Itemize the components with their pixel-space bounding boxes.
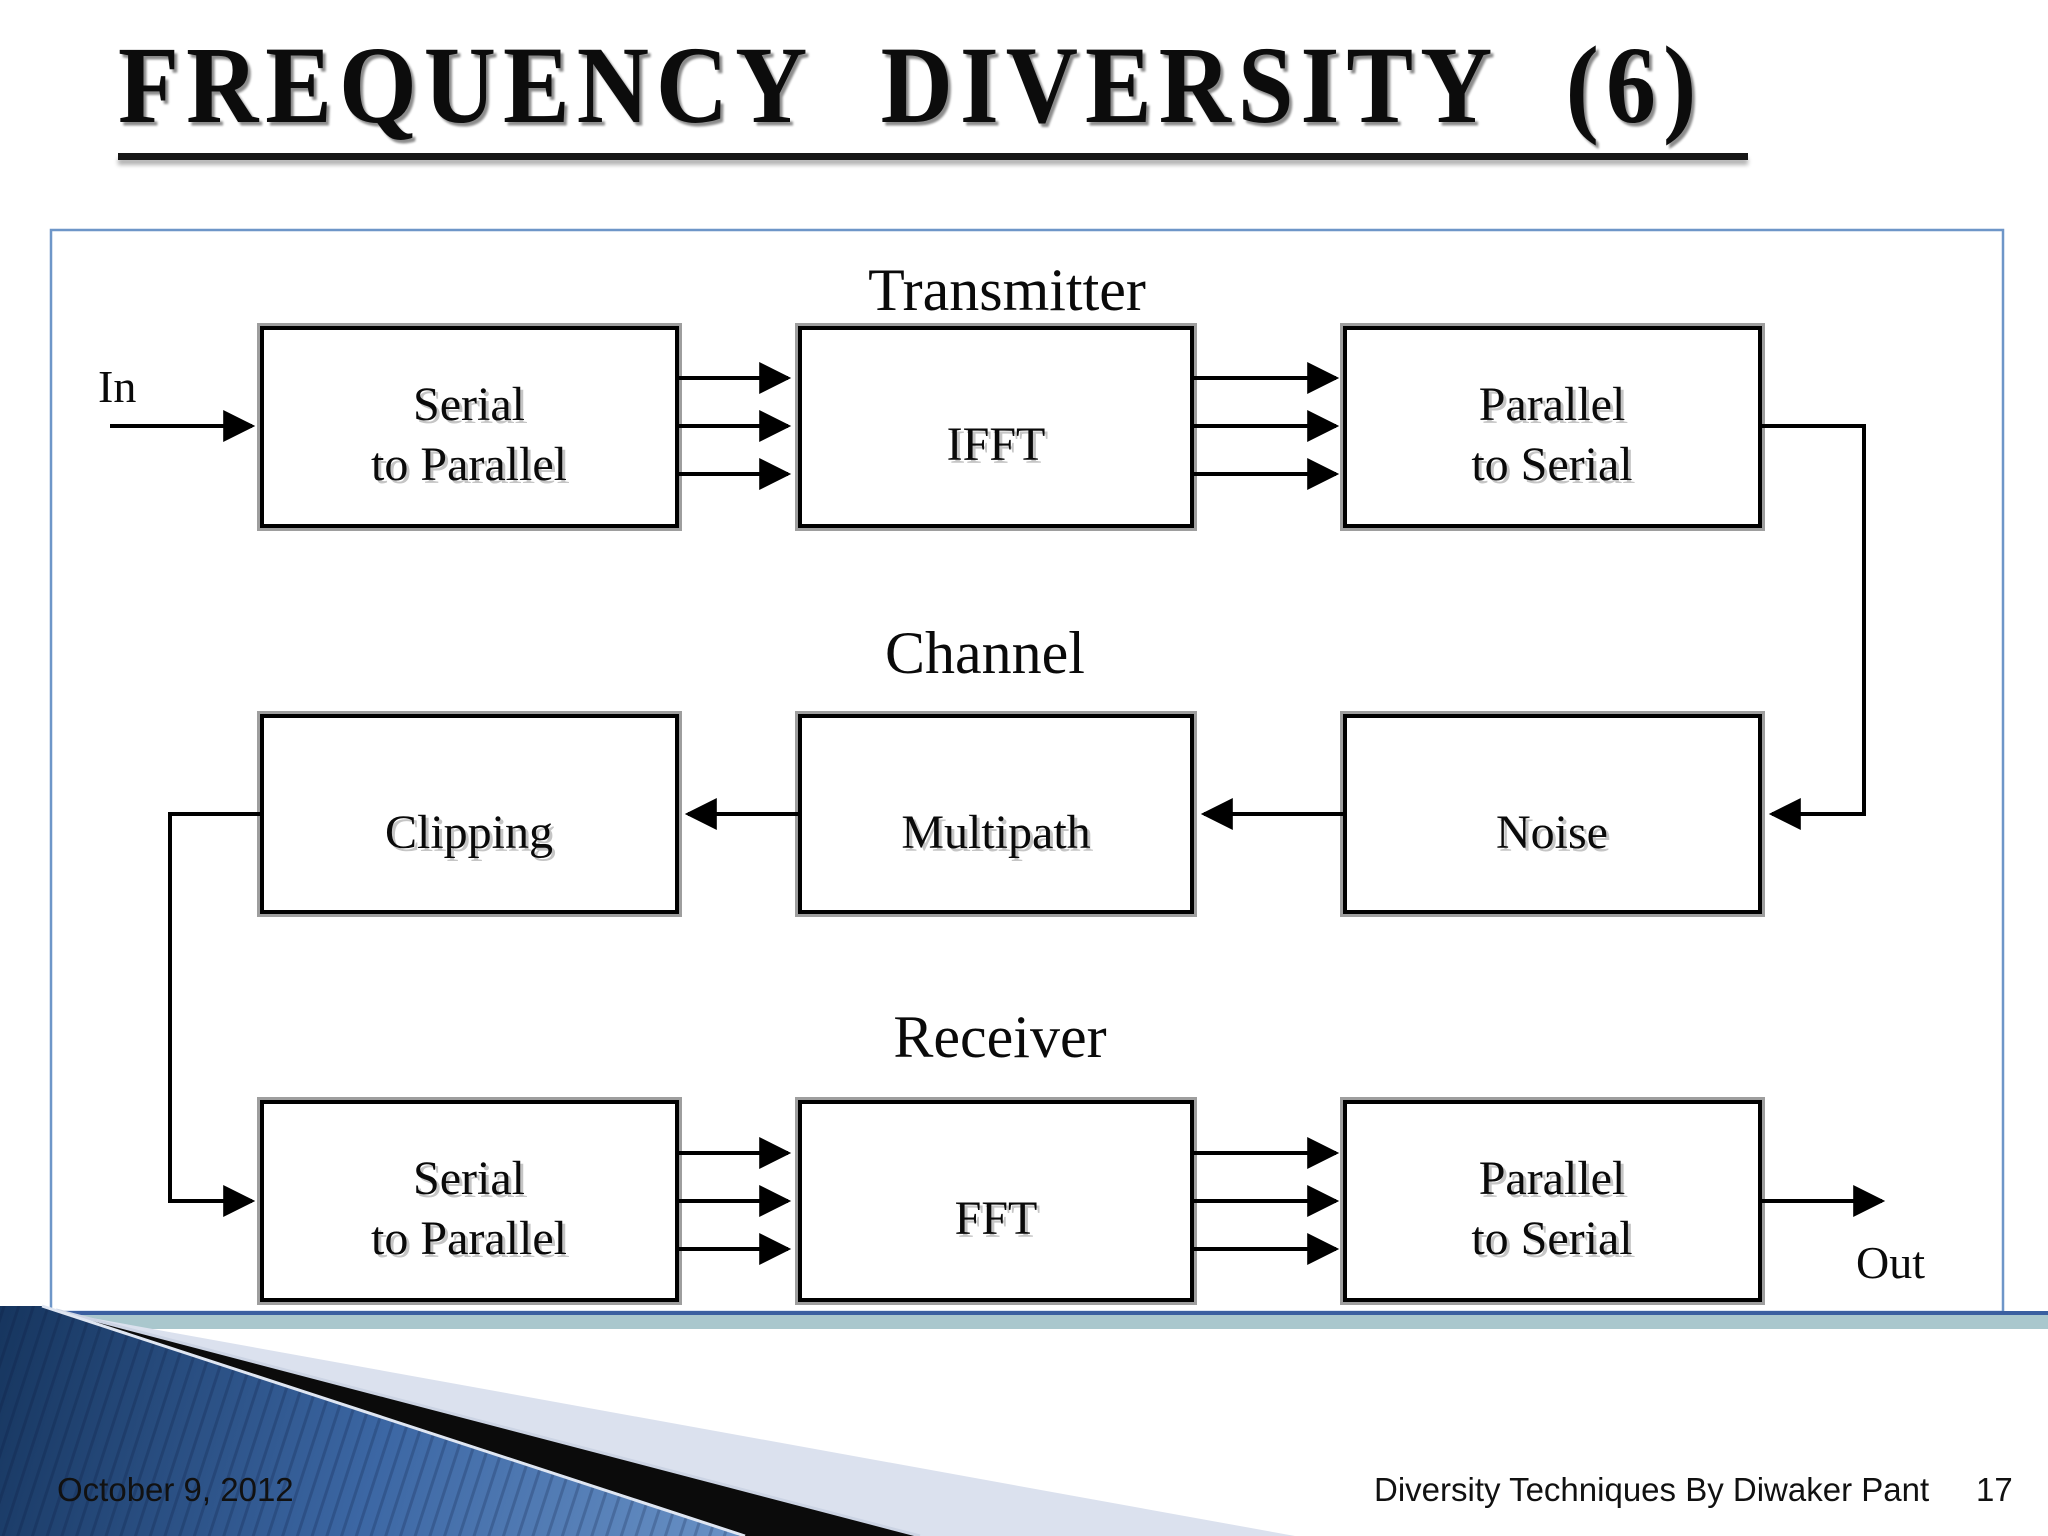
title-underline <box>118 153 1748 160</box>
ch-clipping-label: Clipping <box>385 806 553 859</box>
rx-serial-to-parallel-label-2: to Parallel <box>371 1212 567 1265</box>
ch-noise-label: Noise <box>1496 806 1608 859</box>
heading-channel: Channel <box>885 620 1085 686</box>
out-label: Out <box>1856 1237 1925 1288</box>
footer-credit: Diversity Techniques By Diwaker Pant <box>1374 1471 1930 1508</box>
rx-fft-label: FFT <box>955 1192 1038 1245</box>
heading-transmitter: Transmitter <box>868 257 1146 323</box>
rx-serial-to-parallel-box: Serial to Parallel <box>257 1097 682 1305</box>
decoration-seam-lower <box>41 1304 746 1536</box>
rx-parallel-to-serial-box: Parallel to Serial <box>1340 1097 1765 1305</box>
heading-receiver: Receiver <box>893 1004 1106 1070</box>
tx-parallel-to-serial-label-1: Parallel <box>1479 378 1626 431</box>
rx-serial-to-parallel-label-1: Serial <box>413 1152 525 1205</box>
ch-multipath-box: Multipath <box>795 711 1197 917</box>
rx-fft-box: FFT <box>795 1097 1197 1305</box>
tx-parallel-to-serial-box: Parallel to Serial <box>1340 323 1765 531</box>
rx-parallel-to-serial-label-1: Parallel <box>1479 1152 1626 1205</box>
decoration-blue-stripes <box>0 1306 745 1536</box>
ch-multipath-label: Multipath <box>901 806 1090 859</box>
ch-noise-box: Noise <box>1340 711 1765 917</box>
in-label: In <box>98 361 136 412</box>
tx-parallel-to-serial-label-2: to Serial <box>1471 438 1632 491</box>
tx-ifft-box: IFFT <box>795 323 1197 531</box>
footer-date: October 9, 2012 <box>57 1471 294 1508</box>
bottom-accent-band <box>56 1315 2048 1329</box>
ch-clipping-box: Clipping <box>257 711 682 917</box>
footer-page-number: 17 <box>1976 1471 2013 1508</box>
tx-ifft-label: IFFT <box>947 418 1046 471</box>
tx-serial-to-parallel-label-1: Serial <box>413 378 525 431</box>
bottom-accent-line <box>51 1311 2048 1315</box>
connector-clipping-to-rx <box>168 812 262 1217</box>
page-title: FREQUENCY DIVERSITY (6) <box>118 24 1704 147</box>
tx-serial-to-parallel-box: Serial to Parallel <box>257 323 682 531</box>
decoration-seam-upper <box>55 1308 921 1536</box>
rx-parallel-to-serial-label-2: to Serial <box>1471 1212 1632 1265</box>
connector-tx-to-noise <box>1762 424 1866 830</box>
tx-serial-to-parallel-label-2: to Parallel <box>371 438 567 491</box>
